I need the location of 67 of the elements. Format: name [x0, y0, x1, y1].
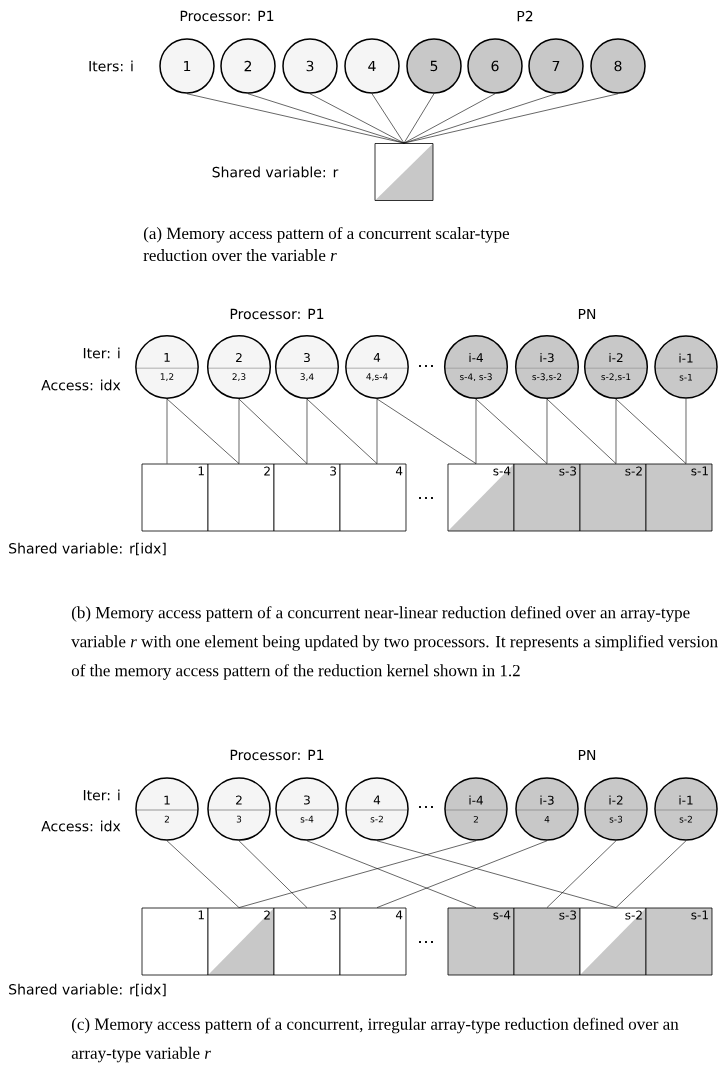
array-cell: s-4: [447, 463, 515, 532]
access-line: [546, 398, 617, 464]
axis-label: Shared variable: r: [212, 166, 339, 178]
axis-label: PN: [578, 308, 596, 320]
array-cell: s-1: [645, 463, 713, 532]
array-cell: 2: [207, 463, 275, 532]
access-line: [371, 93, 405, 144]
access-line: [546, 840, 617, 908]
access-line: [546, 398, 548, 464]
array-cell: 3: [273, 463, 341, 532]
access-line: [238, 840, 308, 908]
access-line: [166, 840, 240, 908]
array-cell: s-4: [447, 907, 515, 976]
access-line: [403, 93, 435, 144]
access-line: [306, 398, 308, 464]
access-line: [685, 398, 687, 464]
axis-label: Shared variable: r[idx]: [9, 983, 166, 997]
array-cell: s-2: [579, 463, 647, 532]
axis-label: Processor: P1: [230, 749, 324, 761]
array-cell: 1: [141, 907, 209, 976]
access-line: [475, 398, 477, 464]
axis-label: Iters: i: [89, 60, 133, 72]
array-cell: 2: [207, 907, 275, 976]
access-line: [376, 398, 477, 464]
access-line: [238, 840, 477, 908]
axis-label: P2: [517, 10, 533, 22]
access-line: [376, 840, 548, 908]
access-line: [615, 398, 687, 464]
access-line: [376, 840, 617, 908]
variable-square: [374, 143, 434, 201]
ellipsis: …: [419, 496, 433, 500]
access-line: [238, 398, 240, 464]
access-line: [615, 398, 617, 464]
array-cell: s-2: [579, 907, 647, 976]
array-cell: 1: [141, 463, 209, 532]
access-line: [403, 93, 619, 144]
axis-label: Access: idx: [41, 379, 121, 391]
axis-label: Processor: P1: [230, 308, 324, 320]
axis-label: PN: [578, 749, 596, 761]
access-line: [475, 398, 548, 464]
axis-label: Shared variable: r[idx]: [9, 542, 166, 556]
array-cell: s-3: [513, 463, 581, 532]
caption: (c) Memory access pattern of a concurrent, irregular array-type reduction defined over an array-type variable r: [71, 1017, 679, 1063]
array-cell: 4: [339, 907, 407, 976]
axis-label: Iter: i: [83, 789, 120, 801]
access-line: [403, 93, 496, 144]
access-line: [238, 398, 308, 464]
caption: (a) Memory access pattern of a concurrent scalar-type reduction over the variable r: [143, 226, 510, 262]
ellipsis: …: [419, 805, 433, 809]
array-cell: 3: [273, 907, 341, 976]
access-line: [306, 398, 378, 464]
ellipsis: …: [419, 364, 433, 368]
access-line: [309, 93, 405, 144]
ellipsis: …: [419, 940, 433, 944]
array-cell: 4: [339, 463, 407, 532]
caption: (b) Memory access pattern of a concurrent near-linear reduction defined over an array-type variable r with one element being updated by two processors. It represents a simplified version of the memory access pattern of the reduction kernel shown in 1.2: [71, 606, 718, 680]
access-line: [615, 840, 687, 908]
axis-label: Access: idx: [41, 820, 121, 832]
node-label: s-4: [493, 466, 511, 476]
access-line: [166, 398, 168, 464]
access-line: [376, 398, 378, 464]
access-line: [166, 398, 240, 464]
array-cell: s-3: [513, 907, 581, 976]
axis-label: Iter: i: [83, 347, 120, 359]
array-cell: s-1: [645, 907, 713, 976]
axis-label: Processor: P1: [180, 10, 274, 22]
access-line: [306, 840, 477, 908]
